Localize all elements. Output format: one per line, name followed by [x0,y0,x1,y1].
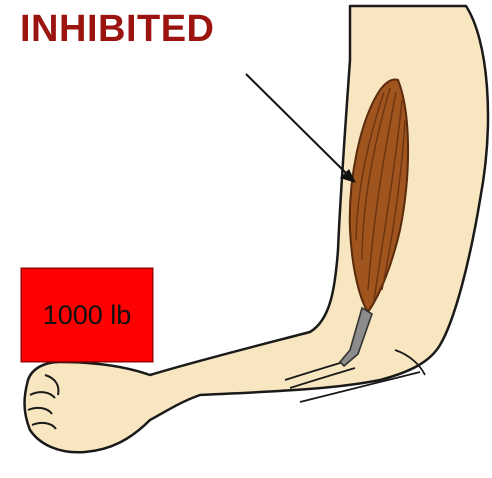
weight-text: 1000 lb [43,302,132,329]
weight-box: 1000 lb [21,268,153,362]
pointer-arrow-icon [246,74,356,183]
arm-skin [25,6,488,452]
inhibited-label: INHIBITED [20,10,215,48]
arm-illustration [25,6,488,452]
